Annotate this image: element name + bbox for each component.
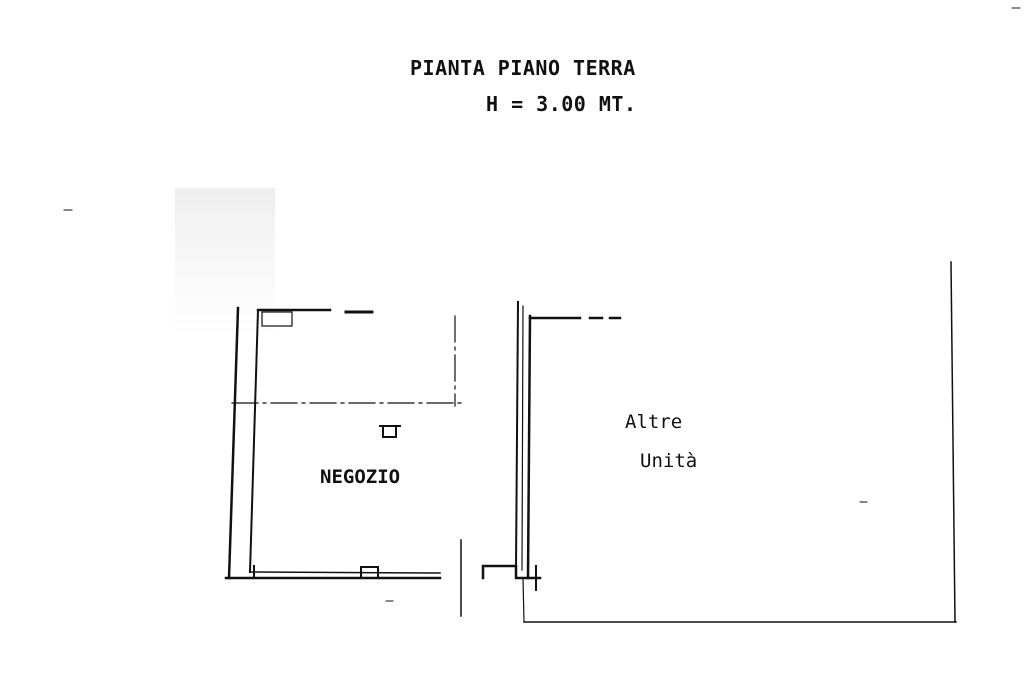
negozio-column-symbol xyxy=(382,425,397,438)
room-label-unita: Unità xyxy=(640,450,698,472)
party-wall-line-3 xyxy=(526,314,532,580)
room-label-negozio: NEGOZIO xyxy=(320,466,401,488)
negozio-top-notch xyxy=(261,311,293,327)
party-wall-base xyxy=(481,564,542,580)
ceiling-height-note: H = 3.00 MT. xyxy=(486,92,637,116)
party-wall-line-2 xyxy=(521,305,524,571)
negozio-left-wall-outer xyxy=(227,306,240,580)
altre-unita-left-wall xyxy=(522,577,525,623)
room-label-altre: Altre xyxy=(625,411,683,433)
negozio-door-marker xyxy=(360,566,379,579)
negozio-left-wall-inner xyxy=(248,308,260,574)
party-wall-line-1 xyxy=(514,300,520,570)
altre-unita-right-wall xyxy=(950,261,956,623)
plan-title: PIANTA PIANO TERRA xyxy=(410,56,636,80)
negozio-bottom-wall-inner xyxy=(249,571,441,574)
